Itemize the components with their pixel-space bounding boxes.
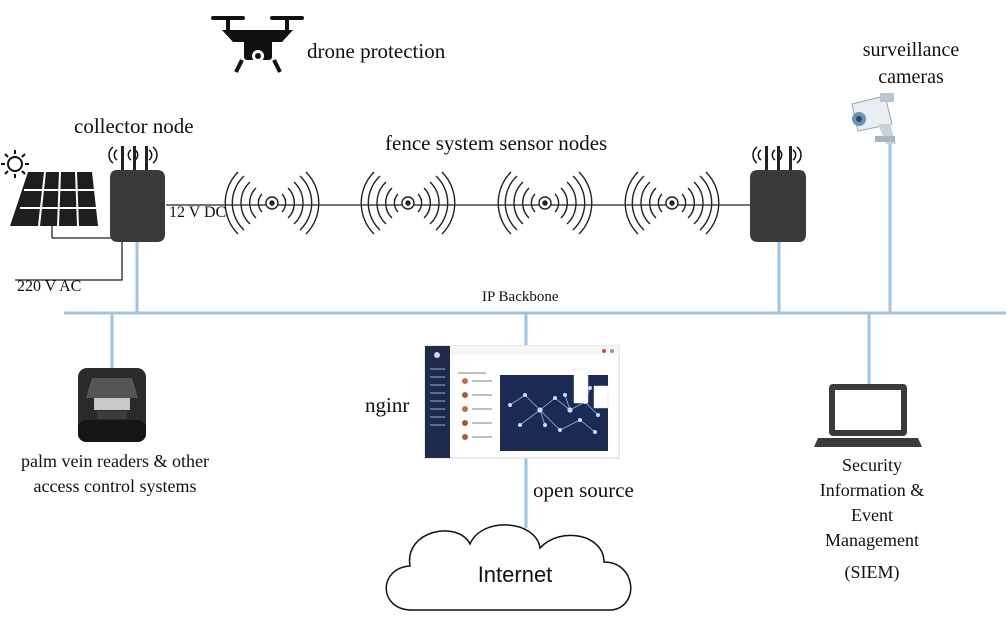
fence-sensor-nodes-label: fence system sensor nodes	[385, 131, 608, 155]
siem-title-label: Security Information & Event Management	[819, 455, 925, 550]
sensor-node-4	[624, 171, 720, 235]
power-wires	[15, 204, 752, 281]
open-source-label: open source	[533, 478, 634, 502]
sensor-node-2	[360, 171, 456, 235]
internet-label: Internet	[477, 562, 553, 587]
signal-waves-icon	[224, 171, 720, 235]
ip-backbone-label: IP Backbone	[482, 289, 559, 305]
sensor-node-3	[497, 171, 593, 235]
collector-router-icon	[108, 146, 165, 242]
dc-voltage-label: 12 V DC	[169, 204, 227, 221]
surveillance-camera-icon	[851, 93, 896, 144]
palm-vein-readers-label: palm vein readers & other access control…	[21, 451, 209, 496]
sensor-node-1	[224, 171, 320, 235]
siem-abbr-label: (SIEM)	[844, 562, 900, 582]
node-router-icon	[750, 146, 806, 242]
surveillance-cameras-label: surveillance cameras	[862, 39, 960, 88]
sun-icon	[1, 150, 29, 178]
palm-vein-reader-icon	[78, 368, 146, 442]
nginr-label: nginr	[365, 393, 410, 417]
ac-voltage-label: 220 V AC	[17, 278, 82, 295]
drone-icon	[211, 16, 304, 73]
drone-protection-label: drone protection	[307, 39, 446, 63]
collector-node-label: collector node	[74, 114, 194, 138]
solar-panel-icon	[10, 171, 98, 227]
ac-power-wire	[15, 240, 123, 281]
cloud-icon	[385, 524, 632, 611]
connection-lines	[64, 142, 1006, 528]
dashboard-screenshot	[424, 345, 620, 459]
laptop-icon	[814, 384, 922, 447]
